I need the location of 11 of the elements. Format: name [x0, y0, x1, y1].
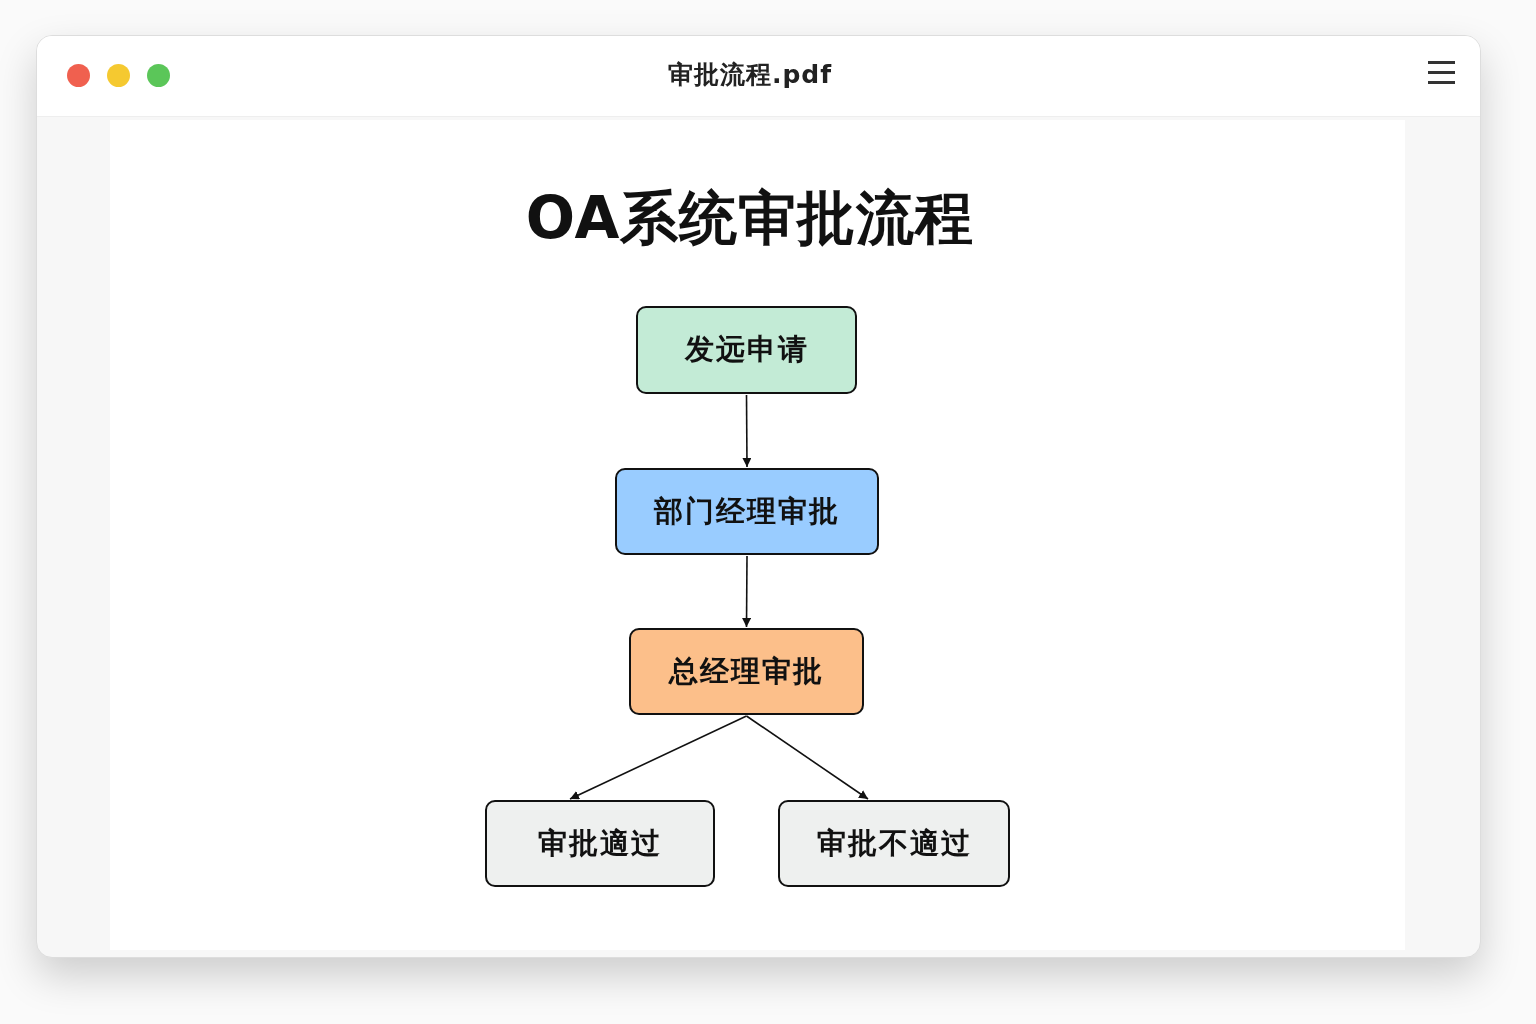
process-box: 审批不適过 [778, 800, 1010, 887]
arrow [745, 715, 869, 800]
process-box: 总经理审批 [629, 628, 864, 715]
process-box: 部门经理审批 [615, 468, 879, 555]
arrow [742, 555, 752, 628]
title: OA系统审批流程 [524, 183, 976, 254]
file-name: 审批流程.pdf [666, 59, 834, 91]
arrow [569, 715, 748, 800]
process-box: 发远申请 [636, 306, 857, 394]
process-box: 审批適过 [485, 800, 715, 887]
arrow [742, 394, 752, 468]
